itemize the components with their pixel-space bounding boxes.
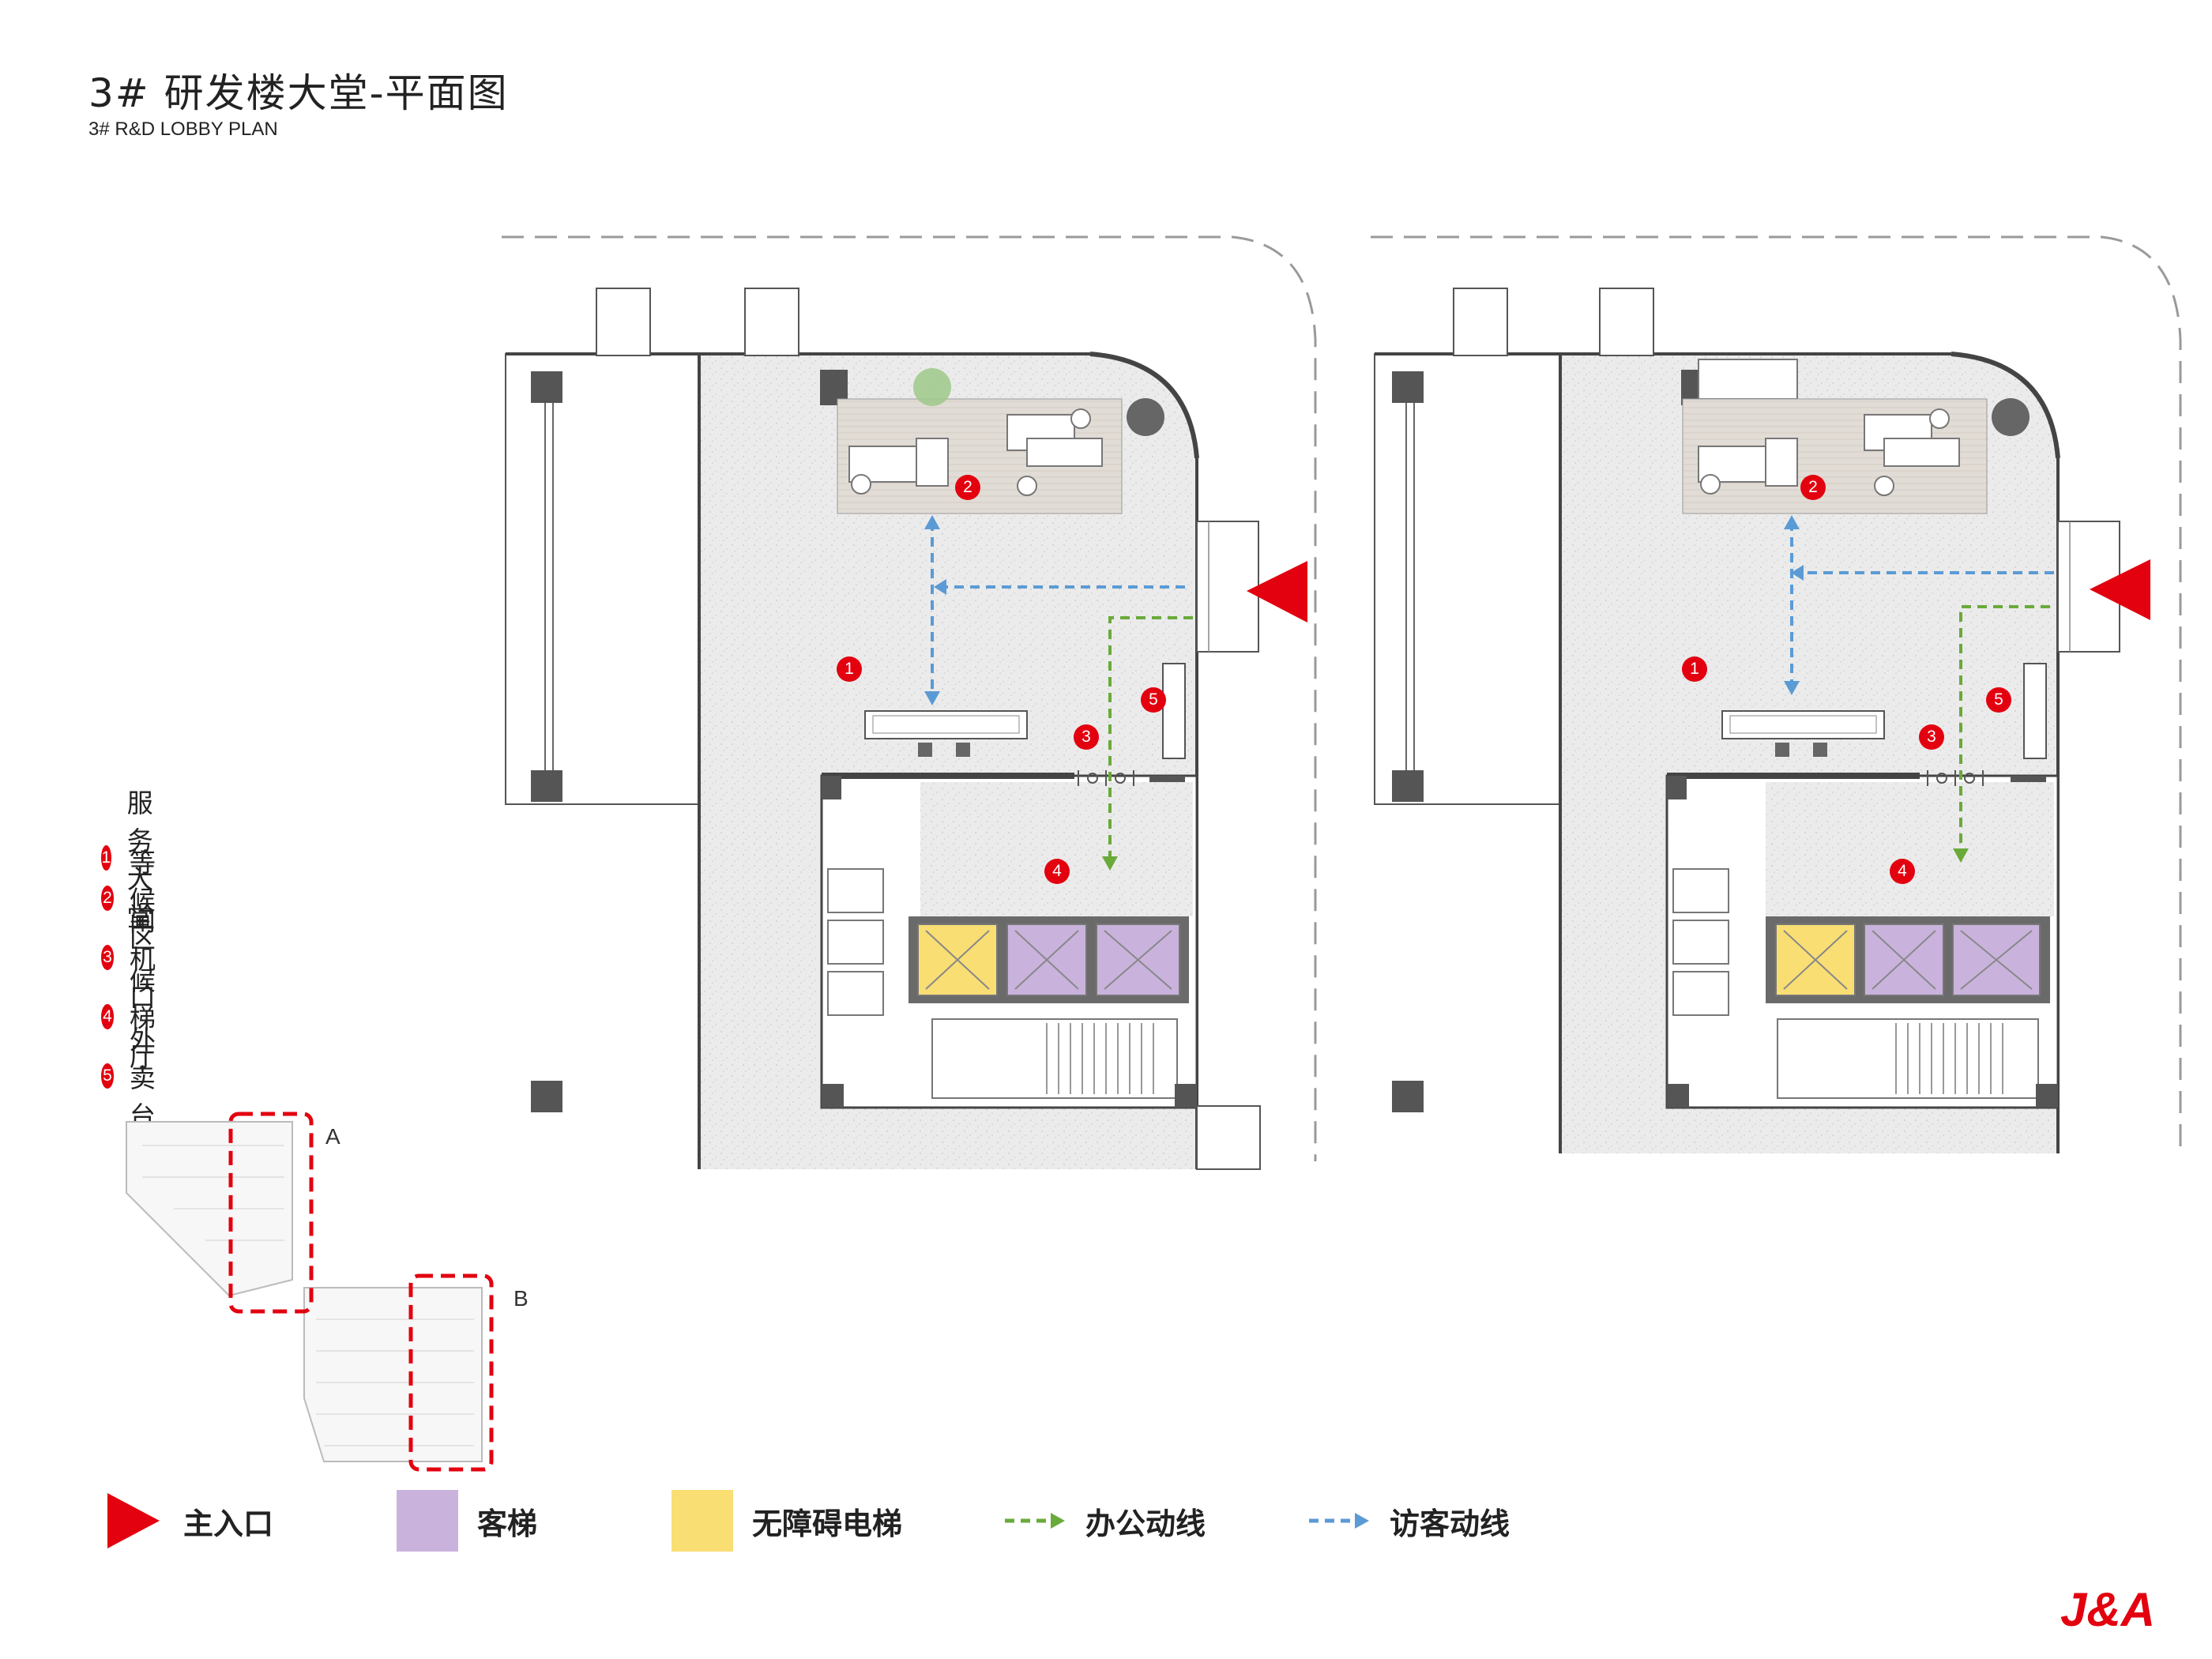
passenger-elevator-swatch [397,1490,458,1552]
zone-pin: 1 [837,656,862,682]
ja-logo: J&A [2060,1583,2155,1635]
keyplan-label-b: B [514,1286,529,1311]
plan-a [502,235,1317,1170]
svg-text:J&A: J&A [2060,1583,2155,1635]
zone-number: 5 [101,1063,114,1089]
zone-legend-item: 1 服务大堂 [101,782,168,934]
legend-visitor-route: 访客动线 [1307,1485,1510,1556]
zone-number: 2 [101,886,114,911]
keyplan-label-a: A [325,1124,340,1149]
zone-label: 候梯厅 [129,965,156,1072]
zone-pin: 3 [1919,724,1944,750]
keyplan-frame-a [228,1112,314,1314]
accessible-elevator-swatch [672,1490,733,1552]
plan-b [1371,235,2182,1153]
green-dashed-arrow-icon [1005,1513,1065,1529]
blue-dashed-arrow-icon [1309,1513,1369,1529]
page-title: 3# 研发楼大堂-平面图 [88,70,509,116]
zone-label: 等候区 [129,847,156,954]
zone-pin: 2 [955,475,980,500]
legend-main-entrance: 主入口 [103,1485,273,1556]
legend-accessible-elevator: 无障碍电梯 [672,1485,902,1556]
entrance-triangle-icon [107,1493,160,1548]
page-subtitle: 3# R&D LOBBY PLAN [88,118,278,140]
zone-number: 1 [101,845,111,871]
zone-pin: 4 [1044,859,1070,884]
zone-label: 闸机口 [129,906,156,1013]
keyplan-frame-b [408,1273,494,1472]
zone-pin: 5 [1986,687,2011,713]
legend-label: 主入口 [183,1506,274,1541]
legend-label: 客梯 [477,1506,538,1541]
symbol-legend: 主入口 客梯 无障碍电梯 办公动线 访客动线 [0,1485,2212,1580]
zone-pin: 2 [1800,475,1826,500]
key-plan [126,1112,494,1472]
legend-label: 无障碍电梯 [752,1506,903,1541]
legend-passenger-elevator: 客梯 [397,1485,537,1556]
legend-office-route: 办公动线 [1003,1485,1206,1556]
zone-number: 4 [101,1004,114,1029]
zone-legend-item: 3 闸机口 [101,901,168,1014]
zone-number: 3 [101,945,114,970]
legend-label: 访客动线 [1390,1506,1510,1541]
legend-label: 办公动线 [1085,1506,1206,1541]
zone-legend-item: 4 候梯厅 [101,960,168,1074]
zone-label: 服务大堂 [126,788,153,932]
zone-pin: 3 [1074,724,1099,750]
zone-pin: 4 [1890,859,1915,884]
zone-pin: 1 [1682,656,1707,682]
zone-legend-item: 2 等候区 [101,841,168,955]
zone-pin: 5 [1141,687,1166,713]
